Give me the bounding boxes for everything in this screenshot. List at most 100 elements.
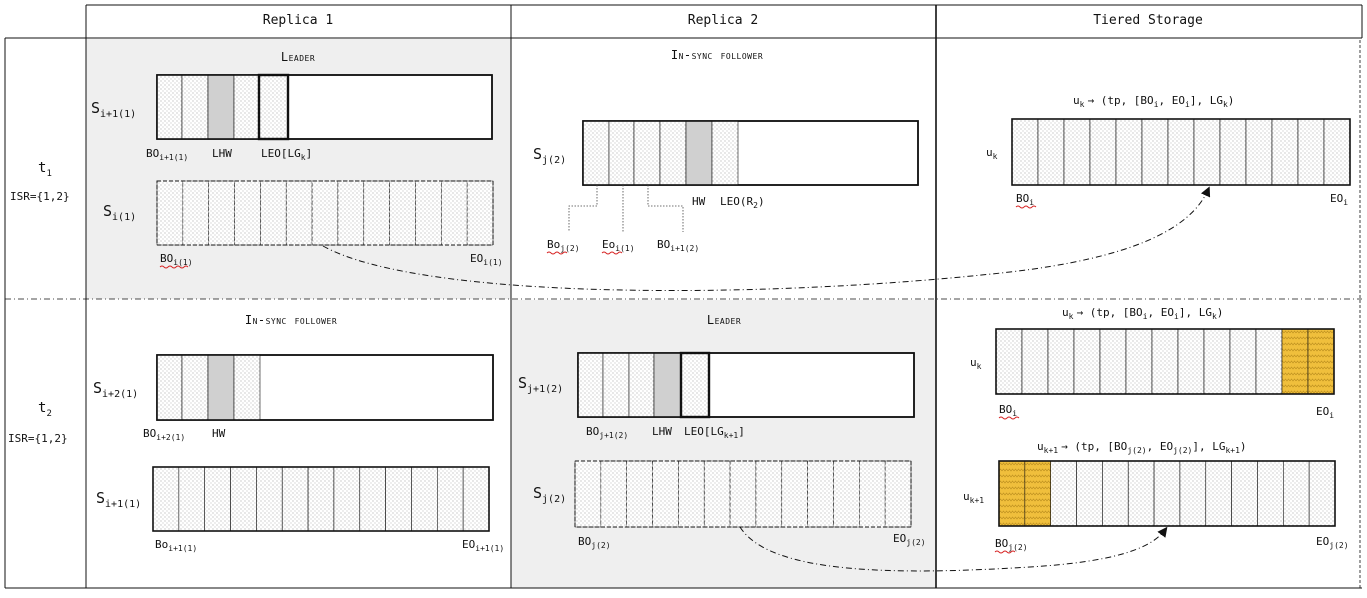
segment-label: Si+2(1) [93,379,138,400]
log-cell [1177,328,1205,395]
log-cell [703,460,731,528]
offset-label-bo: Boj(2) [547,238,580,253]
log-cell [995,328,1023,395]
log-cell [1050,460,1077,527]
log-cell [311,180,339,246]
role-title-r2-t1: In-sync follower [671,48,763,62]
log-cell [1151,328,1179,395]
log-cell [755,460,783,528]
log-cell [363,180,390,246]
object-label: uk [986,146,998,161]
segment-border [156,180,494,246]
isr-label: ISR={1,2} [8,432,68,445]
log-cell [1115,118,1143,186]
log-cell [1047,328,1075,395]
log-cell [1205,460,1232,527]
log-cell [1141,118,1169,186]
log-cell [678,460,705,528]
log-cell [1231,460,1258,527]
cached-cell [1024,460,1051,527]
cached-cell [998,460,1026,527]
log-cell [359,466,386,532]
segment-border [1011,118,1351,186]
leader-shade-r2-t2 [511,300,936,588]
segment-border [995,328,1335,395]
segment-border [998,460,1336,527]
log-cell [1076,460,1103,527]
log-cell [385,466,412,532]
offset-callouts [568,185,684,232]
cached-cell [1281,328,1309,395]
isr-label: ISR={1,2} [10,190,70,203]
offset-label-eo: EOi [1330,192,1348,207]
log-cell [152,466,180,532]
object-label: uk [970,356,982,371]
object-formula: uk→ (tp, [BOi, EOi], LGk) [1073,94,1234,109]
offset-label-bo: BOj(2) [995,537,1028,552]
object-uk-t1 [1011,118,1351,186]
column-header-replica-1: Replica 1 [263,13,333,28]
offset-label-bo: BOi+1(2) [657,238,699,253]
log-cell [1102,460,1129,527]
log-cell [1255,328,1283,395]
offset-label-bo: BOi [1016,192,1034,207]
log-cell [1089,118,1117,186]
offset-label-bo: BOi+2(1) [143,427,185,442]
offset-label-bo: BOi [999,403,1017,418]
log-cell [333,466,361,532]
leo-label: LEO[LGk+1] [684,425,745,440]
log-cell [462,466,490,532]
log-cell [1219,118,1247,186]
segment-s-j-2-r2-t2 [574,460,912,528]
column-header-replica-2: Replica 2 [688,13,758,28]
log-cell [1167,118,1195,186]
log-cell [466,180,494,246]
log-cell [389,180,416,246]
offset-label-eo: EOi(1) [470,252,503,267]
log-cell [208,180,235,246]
log-cell [1323,118,1351,186]
segment-label: Sj(2) [533,145,566,166]
upload-arrow-t1 [322,186,1211,292]
object-label: uk+1 [963,490,984,505]
log-cell [1063,118,1091,186]
offset-label-bo: BOi+1(1) [146,147,188,162]
segment-label: Sj(2) [533,484,566,505]
log-cell [204,466,231,532]
role-title-r1-t2: In-sync follower [245,313,337,327]
log-cell [1245,118,1273,186]
log-cell [411,466,438,532]
offset-label-bo: BOj(2) [578,535,611,550]
hw-label: HW [212,427,226,440]
log-cell [729,460,757,528]
lhw-label: LHW [212,147,232,160]
row-header-t2: t2 ISR={1,2} [8,400,68,445]
log-cell [156,180,184,246]
log-cell [1099,328,1127,395]
offset-label-eo: EOi [1316,405,1334,420]
log-cell [1125,328,1153,395]
offset-label-eo: EOj(2) [1316,535,1349,550]
log-cell [1073,328,1101,395]
table-grid [4,4,1363,589]
log-cell [1283,460,1310,527]
log-cell [182,180,209,246]
object-formula: uk+1→ (tp, [BOj(2), EOj(2)], LGk+1) [1037,440,1247,455]
segment-s-i1-1-r1-t2 [152,466,490,532]
offset-label-eo: Eoi(1) [602,238,635,253]
log-cell [807,460,834,528]
log-cell [574,460,602,528]
segment-label: Sj+1(2) [518,374,563,395]
log-cell [1021,328,1049,395]
log-cell [1257,460,1284,527]
log-cell [884,460,912,528]
log-cell [437,466,464,532]
log-cell [781,460,808,528]
log-cell [652,460,679,528]
log-cell [1229,328,1257,395]
log-cell [307,466,335,532]
offset-label-bo: Boi+1(1) [155,538,197,553]
log-cell [1271,118,1299,186]
offset-label-bo: BOi(1) [160,252,193,267]
log-cell [234,180,261,246]
